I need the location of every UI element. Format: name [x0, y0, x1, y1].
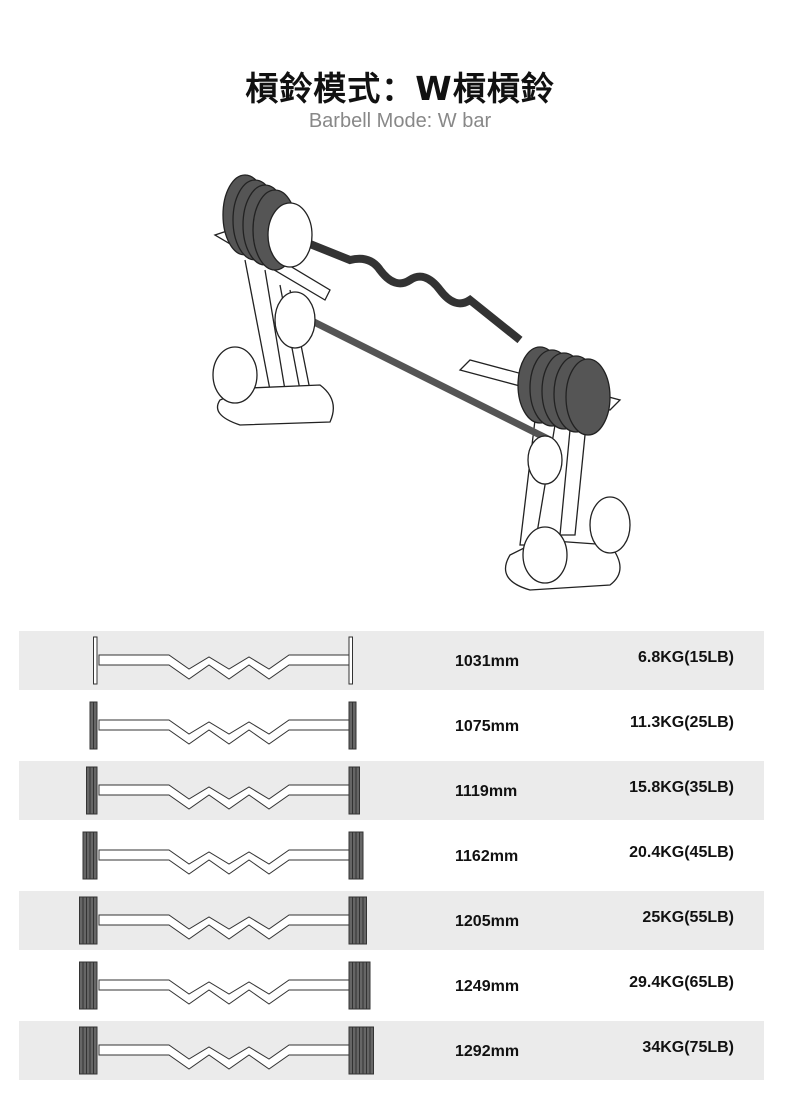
bar-weight: 29.4KG(65LB) [629, 974, 734, 991]
bar-length: 1031mm [455, 653, 520, 670]
table-row: 1075mm 11.3KG(25LB) [19, 696, 764, 755]
table-row: 1031mm 6.8KG(15LB) [19, 631, 764, 690]
bar-length: 1162mm [455, 848, 519, 865]
w-bar-icon [79, 961, 371, 1010]
table-row: 1292mm 34KG(75LB) [19, 1021, 764, 1080]
bar-weight: 20.4KG(45LB) [629, 844, 734, 861]
bar-length: 1119mm [455, 783, 518, 800]
table-row: 1249mm 29.4KG(65LB) [19, 956, 764, 1015]
w-bar-icon [93, 636, 353, 685]
table-row: 1162mm 20.4KG(45LB) [19, 826, 764, 885]
w-bar-icon [79, 896, 367, 945]
barbell-rack-illustration [212, 174, 631, 591]
bar-length: 1292mm [455, 1043, 520, 1060]
bar-length: 1205mm [455, 913, 520, 930]
table-row: 1119mm 15.8KG(35LB) [19, 761, 764, 820]
page-title: 槓鈴模式：W槓槓鈴 [245, 69, 555, 108]
table-row: 1205mm 25KG(55LB) [19, 891, 764, 950]
page-subtitle: Barbell Mode: W bar [308, 110, 492, 132]
bar-length: 1249mm [455, 978, 520, 995]
bar-weight: 34KG(75LB) [642, 1039, 734, 1056]
w-bar-icon [79, 1026, 374, 1075]
w-bar-icon [82, 831, 364, 880]
bar-weight: 25KG(55LB) [642, 909, 734, 926]
barbell-size-table: 1031mm 6.8KG(15LB) 1075mm 11.3KG(25LB) 1119m… [19, 631, 764, 1086]
w-bar-icon [89, 701, 357, 750]
bar-weight: 11.3KG(25LB) [629, 714, 734, 731]
w-bar-icon [86, 766, 360, 815]
bar-length: 1075mm [455, 718, 520, 735]
bar-weight: 6.8KG(15LB) [637, 649, 734, 666]
bar-weight: 15.8KG(35LB) [629, 779, 734, 796]
